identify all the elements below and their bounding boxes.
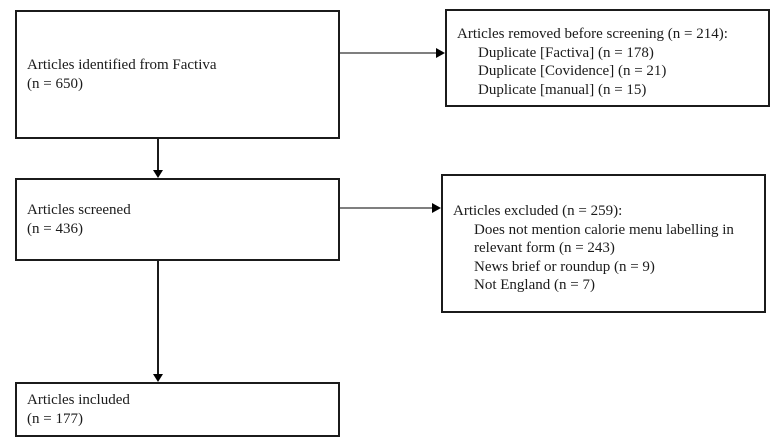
excluded-title: Articles excluded (n = 259): bbox=[453, 203, 623, 219]
box-articles-included: Articles included (n = 177) bbox=[15, 382, 340, 437]
arrow-down-icon bbox=[153, 170, 163, 178]
identified-label: Articles identified from Factiva bbox=[27, 57, 217, 73]
excluded-reason-news-brief: News brief or roundup (n = 9) bbox=[474, 258, 655, 275]
arrow-identified-to-screened-line bbox=[157, 139, 159, 170]
removed-title: Articles removed before screening (n = 2… bbox=[457, 26, 728, 42]
removed-reason-duplicate-factiva: Duplicate [Factiva] (n = 178) bbox=[478, 44, 654, 61]
box-articles-identified: Articles identified from Factiva (n = 65… bbox=[15, 10, 340, 139]
box-articles-excluded: Articles excluded (n = 259): Does not me… bbox=[441, 174, 766, 313]
arrow-screened-to-excluded-line bbox=[340, 207, 432, 209]
excluded-reason-not-england: Not England (n = 7) bbox=[474, 277, 595, 293]
arrow-down-icon bbox=[153, 374, 163, 382]
arrow-right-icon bbox=[432, 203, 441, 213]
removed-reason-duplicate-manual: Duplicate [manual] (n = 15) bbox=[478, 81, 647, 98]
arrow-identified-to-removed-line bbox=[340, 52, 436, 54]
identified-count: (n = 650) bbox=[27, 75, 83, 92]
box-articles-removed: Articles removed before screening (n = 2… bbox=[445, 9, 770, 107]
included-label: Articles included bbox=[27, 392, 130, 408]
arrow-screened-to-included-line bbox=[157, 261, 159, 374]
excluded-reason-not-relevant: Does not mention calorie menu labelling … bbox=[474, 221, 734, 257]
removed-reason-duplicate-covidence: Duplicate [Covidence] (n = 21) bbox=[478, 63, 667, 79]
arrow-right-icon bbox=[436, 48, 445, 58]
screened-label: Articles screened bbox=[27, 202, 131, 218]
box-articles-screened: Articles screened (n = 436) bbox=[15, 178, 340, 261]
screened-count: (n = 436) bbox=[27, 220, 83, 237]
included-count: (n = 177) bbox=[27, 410, 83, 427]
